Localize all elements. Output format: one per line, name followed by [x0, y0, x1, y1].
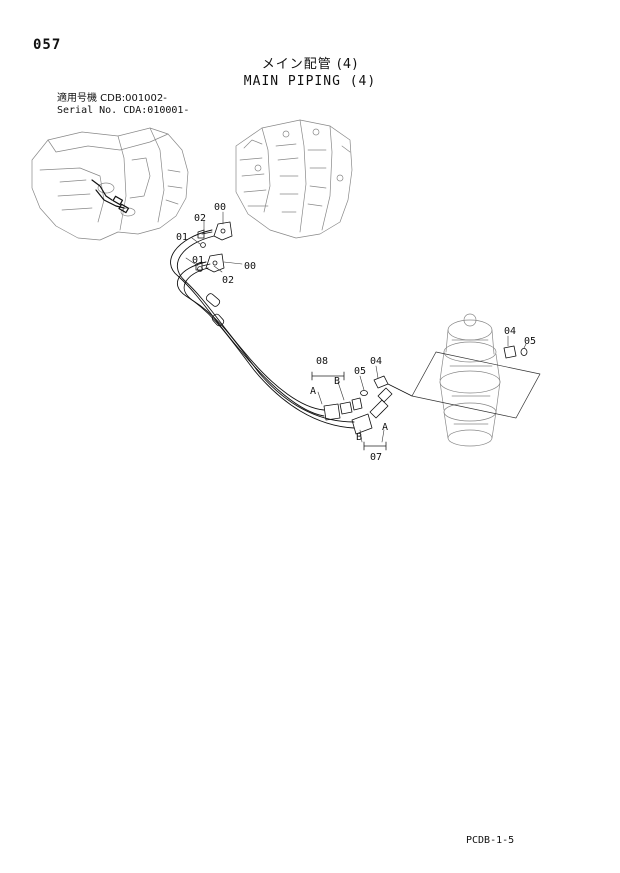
callout-02-upper: 02	[194, 213, 206, 224]
callout-b-upper: B	[334, 376, 340, 387]
flange-lower	[205, 253, 225, 273]
callout-05: 05	[354, 366, 366, 377]
page-title: MAIN PIPING (4)	[243, 74, 377, 89]
callout-01-lower: 01	[192, 255, 204, 266]
hose-upper	[170, 229, 325, 417]
o-ring-05	[360, 390, 368, 396]
pump-port-fittings	[91, 179, 130, 214]
motor-mounting-plane	[411, 351, 541, 419]
hose-end-fitting-upper	[323, 397, 363, 421]
serial-range: Serial No. CDA:010001-	[57, 105, 190, 116]
leader-lines	[185, 211, 527, 443]
engine-pump-housing	[31, 127, 189, 241]
callout-04: 04	[370, 356, 382, 367]
hose-protector	[205, 293, 221, 307]
o-ring-lower	[197, 266, 203, 272]
control-valve	[235, 119, 353, 239]
callouts: 00 02 01 01 02 00 08 A B 05 04 04 05 B A…	[176, 202, 536, 463]
hose-protector	[211, 313, 225, 327]
bolt-upper	[197, 229, 213, 239]
o-ring-upper	[200, 242, 206, 248]
page-title-japanese: メイン配管 (4)	[261, 57, 359, 72]
callout-07: 07	[370, 452, 382, 463]
callout-04-motor: 04	[504, 326, 516, 337]
hose-end-fitting-lower	[351, 387, 393, 435]
leader	[387, 383, 413, 397]
travel-motor	[439, 313, 501, 447]
serial-range-japanese: 適用号機 CDB:001002-	[57, 93, 167, 104]
page-number: 057	[33, 37, 62, 53]
callout-08: 08	[316, 356, 328, 367]
bracket-07	[363, 441, 387, 451]
callout-00-upper: 00	[214, 202, 226, 213]
callout-01-upper: 01	[176, 232, 188, 243]
bracket-08	[311, 371, 345, 381]
footer-code: PCDB-1-5	[466, 835, 515, 846]
callout-02-lower: 02	[222, 275, 234, 286]
callout-a-upper: A	[310, 386, 316, 397]
callout-b-lower: B	[356, 432, 362, 443]
hose-lower	[176, 261, 355, 429]
callout-05-motor: 05	[524, 336, 536, 347]
o-ring-05-motor	[520, 347, 528, 356]
adapter-04-motor	[503, 345, 517, 359]
flange-upper	[213, 221, 233, 241]
callout-a-lower: A	[382, 422, 388, 433]
callout-00-lower: 00	[244, 261, 256, 272]
adapter-04	[373, 375, 389, 389]
